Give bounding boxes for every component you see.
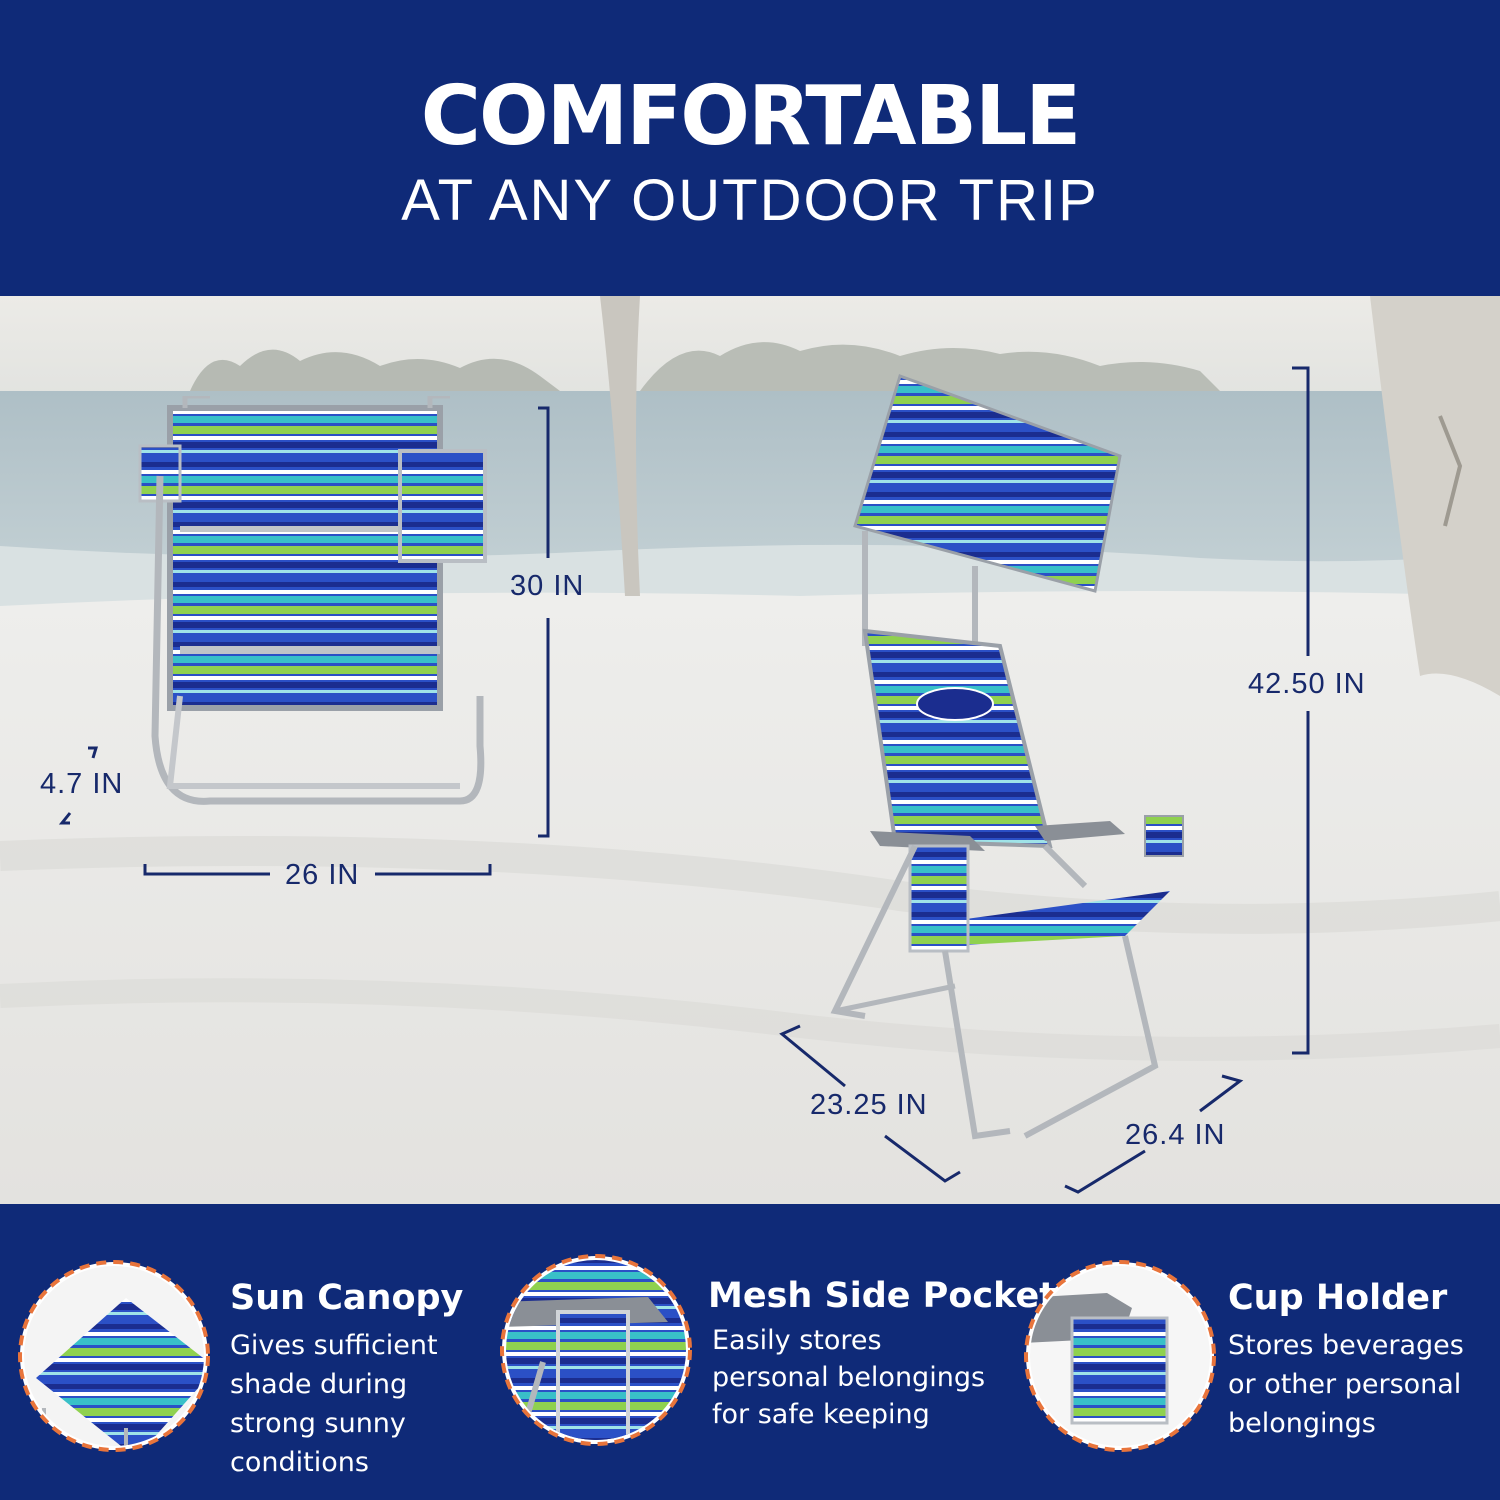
folded-chair-image xyxy=(138,396,487,805)
dimension-folded-height: 30 IN xyxy=(510,570,585,602)
canopy-chair-image xyxy=(830,374,1184,1140)
feature-desc-sun-canopy: Gives sufficient shade during strong sun… xyxy=(230,1326,438,1482)
feature-desc-line: Gives sufficient xyxy=(230,1330,438,1361)
feature-desc-line: for safe keeping xyxy=(712,1399,930,1430)
feature-title-mesh-pocket: Mesh Side Pocket xyxy=(708,1276,1056,1316)
dimension-folded-depth: 4.7 IN xyxy=(40,768,124,800)
feature-title-cup-holder: Cup Holder xyxy=(1228,1278,1448,1318)
feature-desc-line: Easily stores xyxy=(712,1325,882,1356)
subheadline: AT ANY OUTDOOR TRIP xyxy=(401,168,1099,233)
mesh-pocket-thumbnail xyxy=(500,1254,692,1446)
feature-desc-line: personal belongings xyxy=(712,1362,986,1393)
feature-desc-line: or other personal xyxy=(1228,1369,1462,1400)
feature-desc-cup-holder: Stores beverages or other personal belon… xyxy=(1228,1326,1464,1443)
dimension-open-width: 26.4 IN xyxy=(1125,1119,1226,1151)
feature-desc-line: belongings xyxy=(1228,1408,1376,1439)
header-band: COMFORTABLE AT ANY OUTDOOR TRIP xyxy=(0,0,1500,296)
feature-title-sun-canopy: Sun Canopy xyxy=(230,1278,464,1318)
dimension-folded-width: 26 IN xyxy=(285,859,360,891)
headline: COMFORTABLE xyxy=(420,69,1081,164)
dimension-open-height: 42.50 IN xyxy=(1248,668,1366,700)
feature-desc-line: strong sunny xyxy=(230,1408,406,1439)
dimension-open-depth: 23.25 IN xyxy=(810,1089,928,1121)
feature-desc-line: conditions xyxy=(230,1447,369,1478)
beach-scene: 30 IN 4.7 IN 26 IN 42.50 IN 23.25 IN 26.… xyxy=(0,296,1500,1204)
dimension-lines xyxy=(58,366,1310,1194)
feature-desc-line: Stores beverages xyxy=(1228,1330,1464,1361)
feature-desc-mesh-pocket: Easily stores personal belongings for sa… xyxy=(712,1322,985,1433)
cup-holder-thumbnail xyxy=(1024,1260,1216,1452)
sun-canopy-thumbnail xyxy=(18,1260,210,1452)
feature-desc-line: shade during xyxy=(230,1369,408,1400)
features-band: Sun Canopy Gives sufficient shade during… xyxy=(0,1204,1500,1500)
